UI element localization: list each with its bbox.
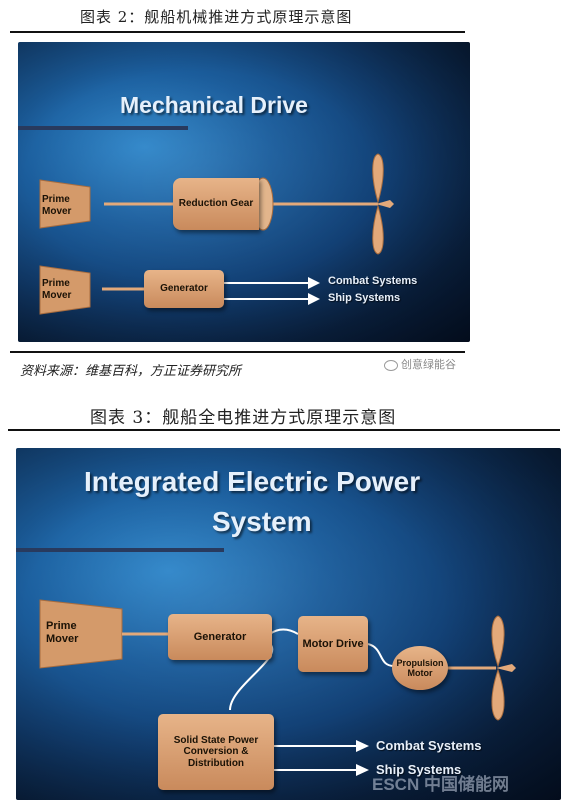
iep-combat-systems-label: Combat Systems (376, 738, 482, 753)
cable-motor-to-propulsion (367, 643, 395, 667)
prime-mover-1-shape (39, 179, 91, 229)
prime-mover-1-label: Prime Mover (42, 194, 72, 217)
title-underline-bar (18, 126, 188, 130)
arrow-ship-head (308, 293, 320, 305)
generator-box: Generator (144, 270, 224, 308)
prime-mover-2-label: Prime Mover (42, 278, 72, 301)
source-rule (10, 351, 465, 353)
wechat-watermark: 创意绿能谷 (384, 356, 456, 372)
mechanical-drive-title: Mechanical Drive (120, 92, 308, 118)
iep-title-underline-bar (16, 548, 224, 552)
iep-title-line1: Integrated Electric Power (84, 466, 421, 497)
mechanical-drive-panel: Mechanical Drive Prime Mover Reduction G… (18, 42, 470, 342)
iep-title-line2: System (212, 506, 312, 537)
iep-system-panel: Integrated Electric Power System Prime M… (16, 448, 561, 800)
iep-ship-systems-label: Ship Systems (376, 762, 462, 777)
source-text: 资料来源：维基百科，方正证券研究所 (20, 364, 242, 379)
caption-rule (10, 31, 465, 33)
iep-propeller-icon (491, 615, 516, 721)
prime-mover-2-shape (39, 265, 91, 315)
propeller-icon (372, 153, 394, 255)
ship-systems-label: Ship Systems (328, 292, 401, 304)
reduction-gear-box: Reduction Gear (173, 178, 259, 230)
caption-rule-3 (8, 429, 560, 431)
figure-3-caption: 图表 3：舰船全电推进方式原理示意图 (90, 408, 397, 428)
propulsion-motor-circle: Propulsion Motor (392, 646, 448, 690)
cable-gen-to-solid (229, 643, 274, 711)
iep-prime-mover-label: Prime Mover (46, 620, 79, 646)
motor-drive-box: Motor Drive (298, 616, 368, 672)
wechat-icon (384, 359, 398, 371)
figure-2-caption: 图表 2：舰船机械推进方式原理示意图 (80, 8, 353, 26)
iep-prime-mover-shape (39, 599, 123, 669)
iep-arrow-combat-head (356, 740, 369, 752)
solid-state-box: Solid State Power Conversion & Distribut… (158, 714, 274, 790)
iep-arrow-ship-head (356, 764, 369, 776)
iep-lines (39, 599, 516, 776)
escn-watermark: ESCN 中国储能网 (372, 775, 509, 794)
iep-generator-box: Generator (168, 614, 272, 660)
arrow-combat-head (308, 277, 320, 289)
combat-systems-label: Combat Systems (328, 275, 418, 287)
mechanical-drive-lines (39, 153, 394, 315)
cable-gen-to-motor (269, 628, 299, 635)
